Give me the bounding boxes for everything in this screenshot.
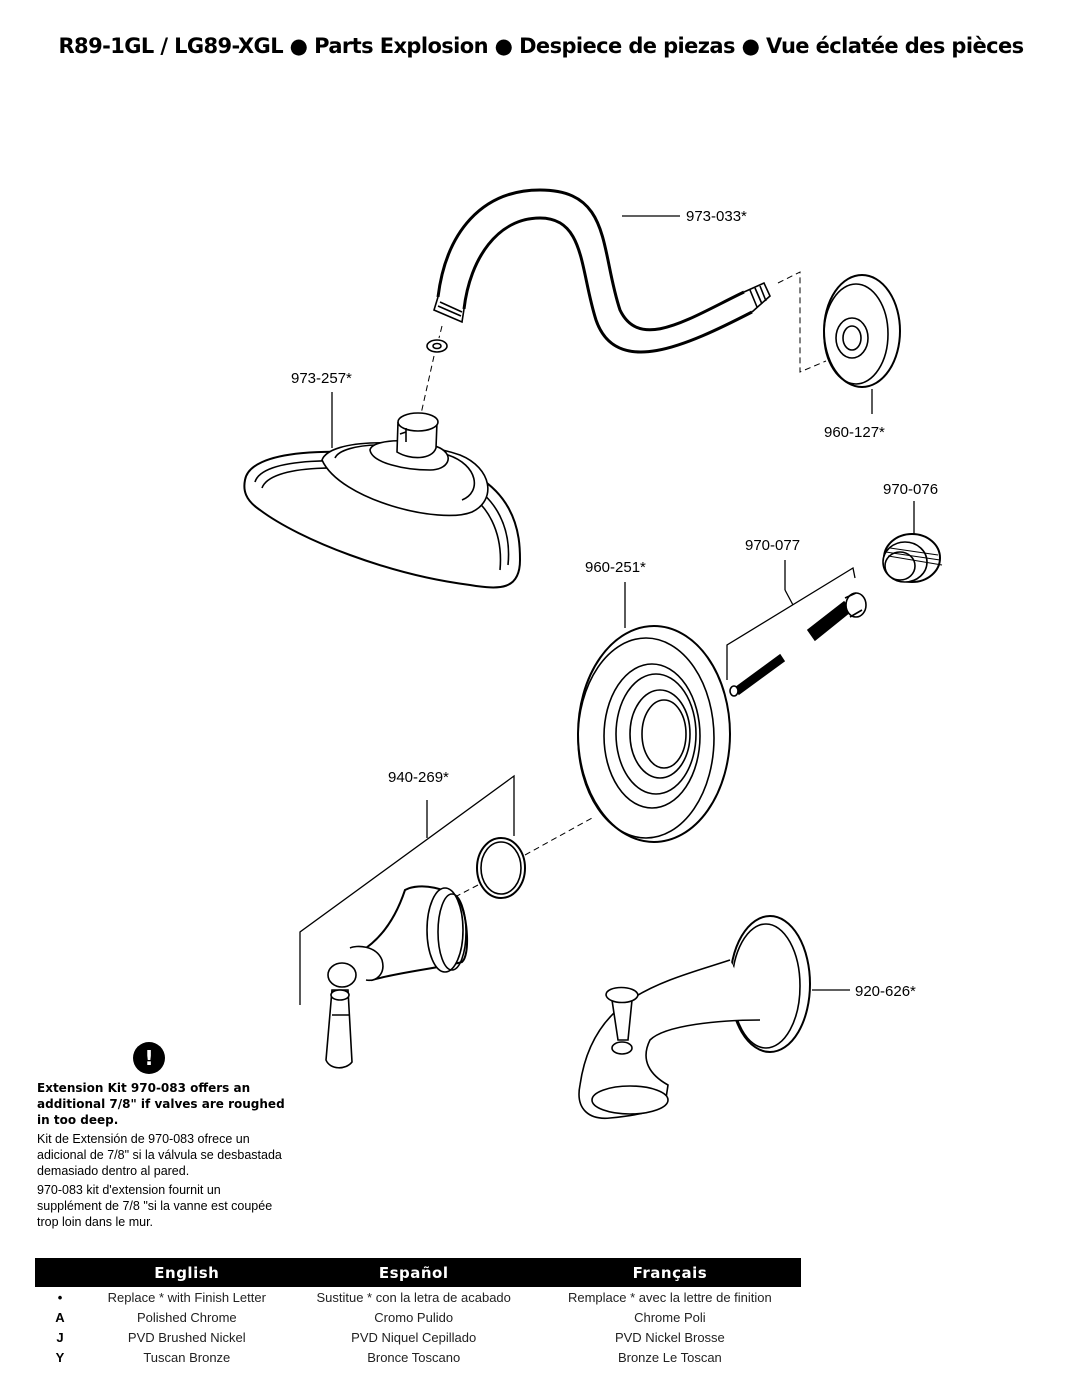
finish-espanol: Sustitue * con la letra de acabado [316,1289,511,1305]
showerhead-drawing [243,412,522,589]
part-label-973-033: 973-033* [686,208,747,225]
finish-table-header: English Español Français [35,1258,801,1287]
handle-drawing [325,885,469,1069]
o-ring-drawing [476,837,526,899]
part-label-960-251: 960-251* [585,559,646,576]
header-english: English [85,1258,289,1287]
header-espanol: Español [288,1258,539,1287]
header-code [35,1258,85,1287]
table-row: A Polished Chrome Cromo Pulido Chrome Po… [35,1307,801,1327]
part-label-970-076: 970-076 [883,481,938,498]
exclamation-icon: ! [133,1042,165,1074]
part-label-973-257: 973-257* [291,370,352,387]
part-label-920-626: 920-626* [855,983,916,1000]
finish-english: Tuscan Bronze [143,1349,231,1365]
note-french: 970-083 kit d'extension fournit un suppl… [37,1183,273,1229]
extension-kit-note: ! Extension Kit 970-083 offers an additi… [37,1042,287,1230]
tub-spout-drawing [578,915,811,1119]
parts-explosion-diagram: 973-033* 960-127* 973-257* 970-076 970-0… [243,188,943,1119]
part-label-970-077: 970-077 [745,537,800,554]
finish-code: A [55,1309,65,1325]
table-row: J PVD Brushed Nickel PVD Niquel Cepillad… [35,1327,801,1347]
finish-table: English Español Français • Replace * wit… [35,1258,801,1367]
washer-drawing [426,339,448,353]
header-francais: Français [538,1258,801,1287]
part-label-960-127: 960-127* [824,424,885,441]
finish-francais: Remplace * avec la lettre de finition [567,1289,772,1305]
note-english: Extension Kit 970-083 offers an addition… [37,1081,285,1127]
shower-arm-drawing [433,188,771,354]
finish-espanol: Bronce Toscano [367,1349,461,1365]
finish-espanol: Cromo Pulido [374,1309,454,1325]
finish-francais: Chrome Poli [634,1309,706,1325]
finish-english: Polished Chrome [136,1309,237,1325]
page-title: R89-1GL / LG89-XGL ● Parts Explosion ● D… [58,34,1024,58]
note-spanish: Kit de Extensión de 970-083 ofrece un ad… [37,1132,282,1178]
table-row: Y Tuscan Bronze Bronce Toscano Bronze Le… [35,1347,801,1367]
arm-flange-drawing [823,274,901,388]
finish-code: • [57,1289,63,1305]
finish-francais: Bronze Le Toscan [617,1349,722,1365]
finish-code: J [56,1329,64,1345]
table-row: • Replace * with Finish Letter Sustitue … [35,1287,801,1307]
finish-francais: PVD Nickel Brosse [614,1329,725,1345]
finish-espanol: PVD Niquel Cepillado [351,1329,477,1345]
finish-english: Replace * with Finish Letter [107,1289,266,1305]
screw-set-drawing [729,592,867,697]
part-label-940-269: 940-269* [388,769,449,786]
escutcheon-drawing [577,625,731,843]
adapter-drawing [882,533,943,583]
finish-english: PVD Brushed Nickel [127,1329,246,1345]
finish-code: Y [55,1349,65,1365]
